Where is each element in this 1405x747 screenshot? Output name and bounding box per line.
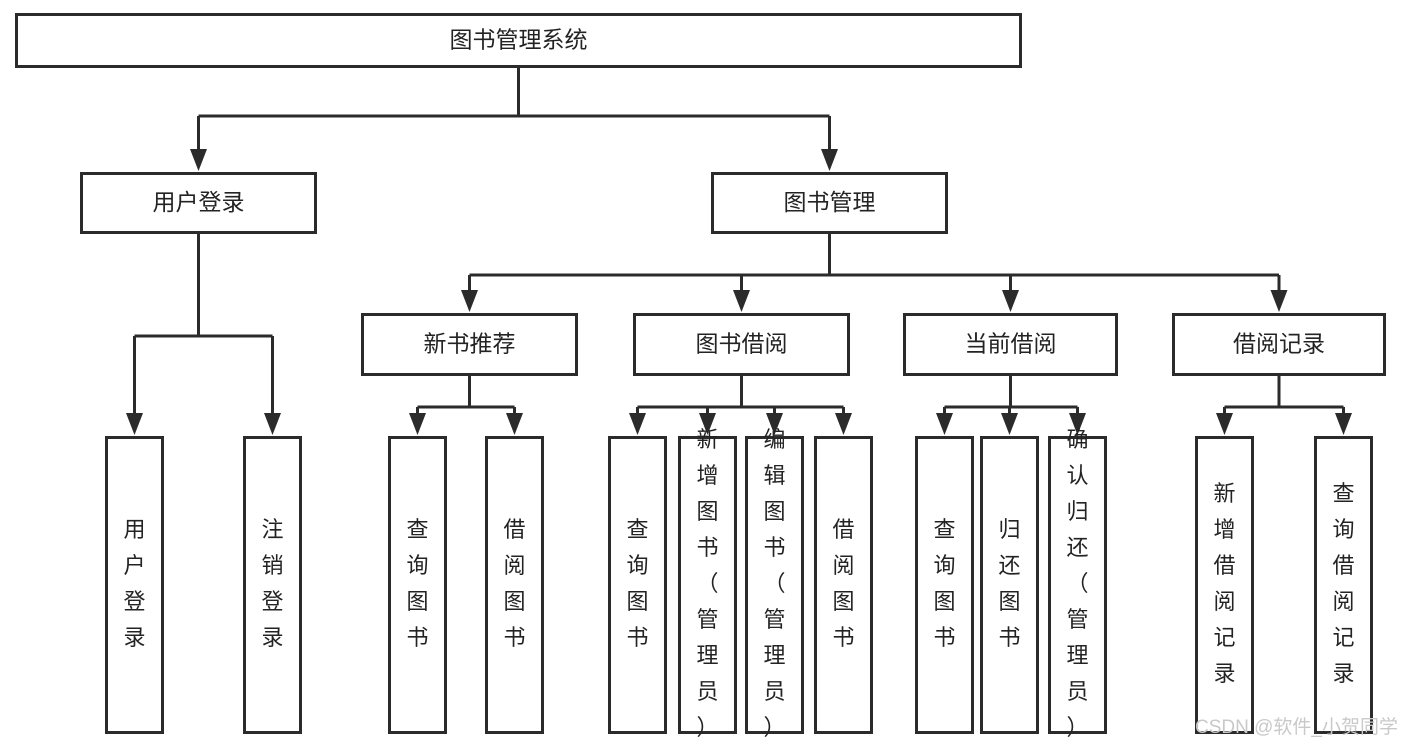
node-box-user-login[interactable] — [80, 172, 317, 234]
node-label-leaf-confirm-return: 确认归还（管理员） — [1066, 427, 1088, 740]
arrowhead-leaf-add-record — [1216, 413, 1233, 435]
node-box-root[interactable] — [15, 13, 1022, 68]
node-leaf-edit-book[interactable]: 编辑图书（管理员） — [745, 427, 804, 740]
node-new-book-rec[interactable]: 新书推荐 — [361, 313, 578, 376]
node-book-manage[interactable]: 图书管理 — [711, 172, 948, 234]
node-box-leaf-query-record[interactable] — [1314, 436, 1373, 734]
node-box-leaf-cur-query-book[interactable] — [915, 436, 974, 734]
arrowhead-leaf-user-login — [126, 413, 143, 435]
node-leaf-return-book[interactable]: 归还图书 — [980, 436, 1039, 734]
node-label-leaf-logout: 注销登录 — [261, 517, 283, 650]
node-box-leaf-logout[interactable] — [243, 436, 302, 734]
node-label-book-manage: 图书管理 — [784, 189, 876, 215]
node-box-borrow-record[interactable] — [1172, 313, 1386, 376]
node-label-leaf-return-book: 归还图书 — [998, 517, 1020, 650]
node-label-leaf-user-login: 用户登录 — [123, 517, 145, 650]
node-box-leaf-user-login[interactable] — [105, 436, 164, 734]
node-leaf-user-login[interactable]: 用户登录 — [105, 436, 164, 734]
node-leaf-logout[interactable]: 注销登录 — [243, 436, 302, 734]
arrowhead-leaf-return-book — [1001, 413, 1018, 435]
node-label-current-borrow: 当前借阅 — [965, 331, 1057, 357]
node-user-login[interactable]: 用户登录 — [80, 172, 317, 234]
node-label-leaf-borrow-book: 借阅图书 — [832, 517, 854, 650]
node-leaf-borrow-query-book[interactable]: 查询图书 — [608, 436, 667, 734]
node-label-leaf-borrow-query-book: 查询图书 — [626, 517, 648, 650]
arrowhead-book-manage — [821, 149, 838, 171]
arrowhead-leaf-query-record — [1335, 413, 1352, 435]
node-label-borrow-record: 借阅记录 — [1233, 331, 1325, 357]
arrowhead-current-borrow — [1002, 290, 1019, 312]
node-layer: 图书管理系统用户登录图书管理新书推荐图书借阅当前借阅借阅记录用户登录注销登录查询… — [15, 13, 1386, 740]
node-leaf-rec-borrow-book[interactable]: 借阅图书 — [485, 436, 544, 734]
arrowhead-leaf-rec-borrow-book — [506, 413, 523, 435]
node-box-leaf-confirm-return[interactable] — [1048, 436, 1107, 734]
node-box-leaf-add-book[interactable] — [678, 436, 737, 734]
node-box-book-manage[interactable] — [711, 172, 948, 234]
node-borrow-record[interactable]: 借阅记录 — [1172, 313, 1386, 376]
connector-layer — [126, 68, 1352, 435]
node-label-book-borrow: 图书借阅 — [696, 331, 788, 357]
node-label-leaf-edit-book: 编辑图书（管理员） — [763, 427, 785, 740]
arrowhead-borrow-record — [1270, 290, 1288, 312]
node-book-borrow[interactable]: 图书借阅 — [633, 313, 850, 376]
node-box-leaf-rec-borrow-book[interactable] — [485, 436, 544, 734]
arrowhead-leaf-confirm-return — [1069, 413, 1086, 435]
node-box-leaf-edit-book[interactable] — [745, 436, 804, 734]
node-leaf-add-book[interactable]: 新增图书（管理员） — [678, 427, 737, 740]
node-label-leaf-query-record: 查询借阅记录 — [1332, 481, 1354, 686]
arrowhead-leaf-rec-query-book — [409, 413, 426, 435]
arrowhead-leaf-edit-book — [766, 413, 783, 435]
node-box-book-borrow[interactable] — [633, 313, 850, 376]
arrowhead-book-borrow — [733, 290, 750, 312]
node-box-leaf-add-record[interactable] — [1195, 436, 1254, 734]
node-current-borrow[interactable]: 当前借阅 — [903, 313, 1118, 376]
node-leaf-borrow-book[interactable]: 借阅图书 — [814, 436, 873, 734]
node-leaf-add-record[interactable]: 新增借阅记录 — [1195, 436, 1254, 734]
node-leaf-rec-query-book[interactable]: 查询图书 — [388, 436, 447, 734]
node-leaf-cur-query-book[interactable]: 查询图书 — [915, 436, 974, 734]
node-box-current-borrow[interactable] — [903, 313, 1118, 376]
arrowhead-leaf-add-book — [699, 413, 716, 435]
csdn-watermark: CSDN @软件_小贺同学 — [1195, 716, 1398, 738]
node-label-new-book-rec: 新书推荐 — [424, 331, 516, 357]
node-box-leaf-rec-query-book[interactable] — [388, 436, 447, 734]
node-box-leaf-borrow-query-book[interactable] — [608, 436, 667, 734]
node-leaf-query-record[interactable]: 查询借阅记录 — [1314, 436, 1373, 734]
node-leaf-confirm-return[interactable]: 确认归还（管理员） — [1048, 427, 1107, 740]
node-box-new-book-rec[interactable] — [361, 313, 578, 376]
arrowhead-user-login — [190, 149, 207, 171]
node-label-leaf-rec-query-book: 查询图书 — [406, 517, 428, 650]
node-label-leaf-rec-borrow-book: 借阅图书 — [503, 517, 525, 650]
node-root[interactable]: 图书管理系统 — [15, 13, 1022, 68]
arrowhead-leaf-cur-query-book — [936, 413, 953, 435]
node-label-root: 图书管理系统 — [450, 27, 588, 53]
arrowhead-leaf-borrow-query-book — [629, 413, 646, 435]
node-box-leaf-return-book[interactable] — [980, 436, 1039, 734]
arrowhead-leaf-logout — [264, 413, 281, 435]
arrowhead-leaf-borrow-book — [835, 413, 852, 435]
node-label-user-login: 用户登录 — [153, 189, 245, 215]
node-label-leaf-add-book: 新增图书（管理员） — [696, 427, 718, 740]
node-label-leaf-add-record: 新增借阅记录 — [1213, 481, 1235, 686]
node-label-leaf-cur-query-book: 查询图书 — [933, 517, 955, 650]
arrowhead-new-book-rec — [461, 290, 478, 312]
node-box-leaf-borrow-book[interactable] — [814, 436, 873, 734]
